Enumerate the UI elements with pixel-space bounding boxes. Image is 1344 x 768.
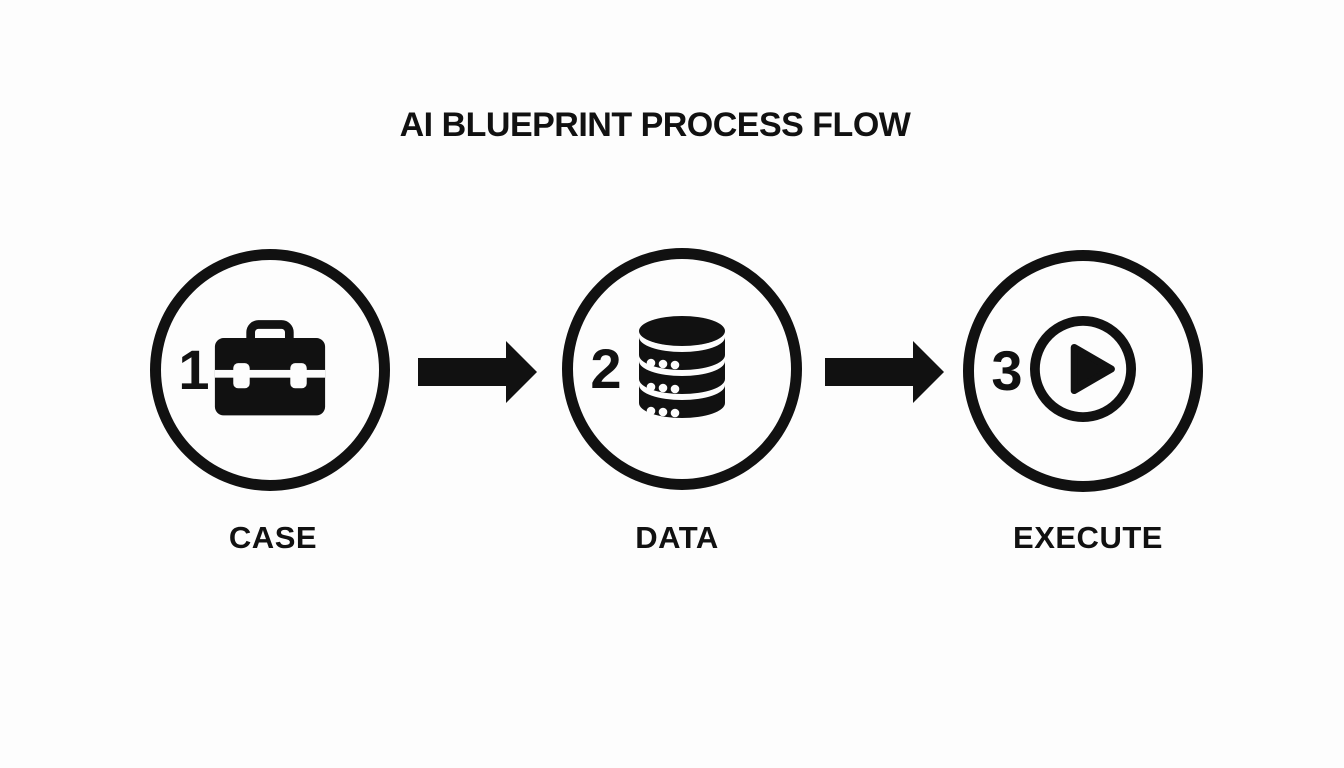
step-number-3: 3 [991,339,1023,402]
arrow-right-icon [418,341,537,403]
step-label-data: DATA [635,520,719,555]
step-label-execute: EXECUTE [1013,520,1163,555]
step-number-1: 1 [178,338,210,401]
flow-node-case: 1 [150,249,390,491]
step-number-2: 2 [590,337,622,400]
play-icon [1029,315,1137,428]
arrow-right-icon [825,341,944,403]
flow-node-data: 2 [562,248,802,490]
diagram-title: AI BLUEPRINT PROCESS FLOW [399,106,911,144]
database-icon [636,315,728,424]
flow-node-execute: 3 [963,250,1203,492]
briefcase-icon [212,317,328,424]
step-label-case: CASE [228,520,318,555]
